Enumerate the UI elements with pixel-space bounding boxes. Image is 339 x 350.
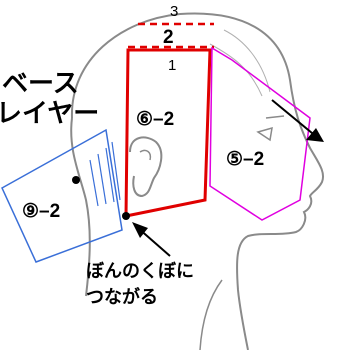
part-line-2	[209, 43, 263, 97]
magenta-section	[209, 46, 311, 221]
direction-arrow-head	[306, 128, 324, 142]
nape-dot	[122, 212, 130, 220]
red-section	[124, 48, 212, 218]
head-outline	[70, 12, 324, 350]
eye	[256, 126, 273, 142]
shoulder-line	[199, 279, 223, 350]
side-label-line2: レイヤー	[0, 98, 100, 128]
neck-dot	[72, 176, 80, 184]
blue-stripe-1	[89, 159, 99, 207]
part-line	[223, 29, 271, 93]
note-line2: つながる	[86, 287, 158, 307]
brow	[265, 115, 285, 119]
ear	[129, 136, 163, 198]
blue-stripe-2	[97, 153, 107, 205]
face-label: ⑤–2	[226, 149, 265, 170]
center-label: ⑥–2	[136, 109, 175, 130]
neck-label: ⑨–2	[22, 201, 61, 222]
number-3: 3	[170, 3, 179, 20]
blue-stripe-3	[105, 147, 115, 203]
blue-stripe-4	[111, 141, 121, 201]
number-1: 1	[168, 57, 177, 74]
direction-arrow	[271, 99, 319, 139]
number-2: 2	[163, 27, 174, 48]
note-arrow-head	[132, 222, 148, 238]
neck-back	[70, 117, 91, 297]
blue-section	[1, 128, 123, 263]
side-label-line1: ベース	[2, 68, 79, 98]
note-line1: ぼんのくぼに	[86, 261, 194, 281]
ear-inner	[139, 149, 152, 161]
